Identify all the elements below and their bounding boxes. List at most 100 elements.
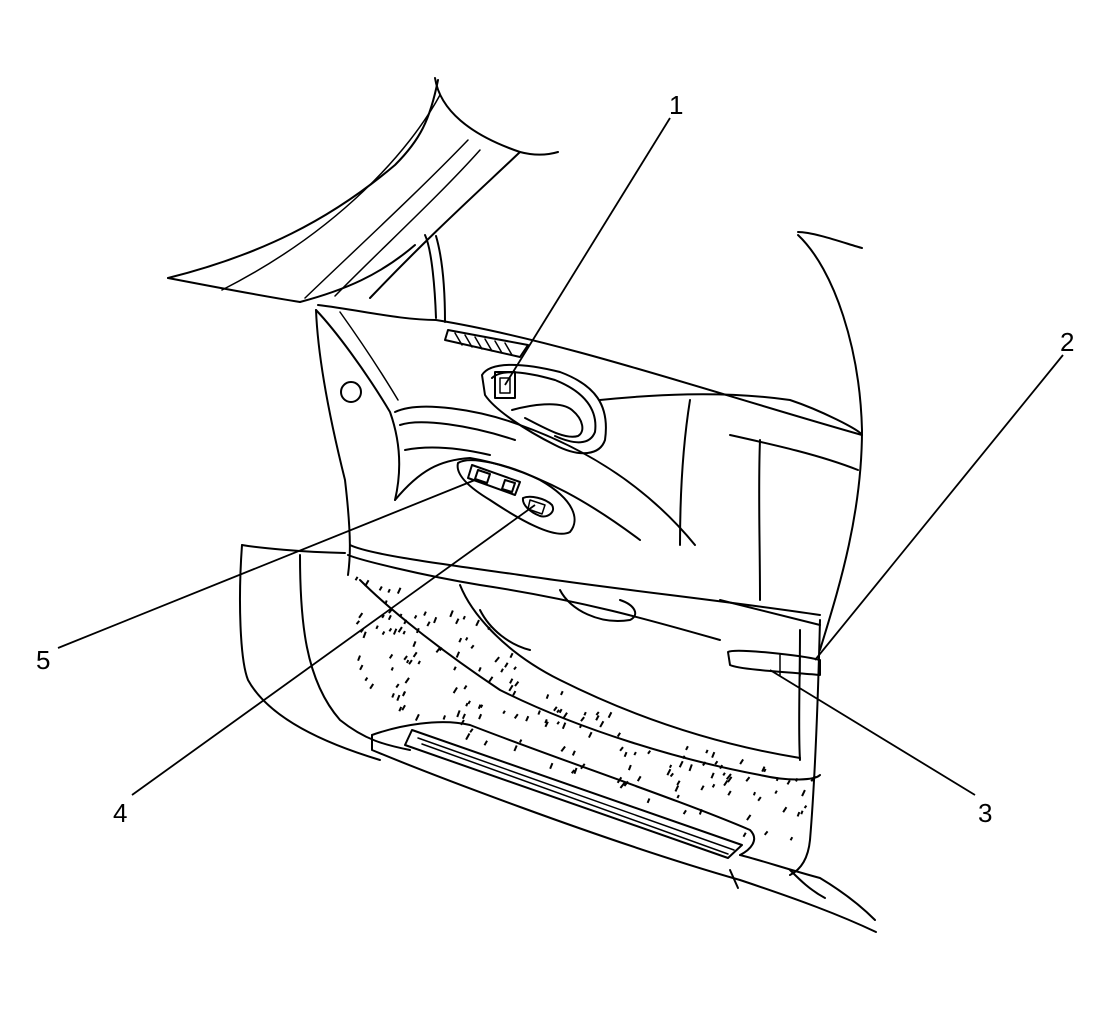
carpet-speck [782,806,788,813]
carpet-speck [627,764,632,771]
carpet-speck [487,626,491,631]
carpet-speck [435,646,442,653]
carpet-speck [570,769,576,774]
carpet-speck [364,579,370,587]
carpet-speck [745,776,751,782]
carpet-speck [399,613,403,618]
leader-line-3 [769,669,976,796]
carpet-speck [711,783,716,788]
carpet-speck [354,576,359,581]
carpet-speck [442,715,446,720]
carpet-speck [763,768,767,773]
window-switch-bezel [456,459,576,535]
carpet-speck [479,704,484,709]
carpet-speck [685,745,689,751]
carpet-speck [803,805,808,809]
carpet-speck [647,750,652,755]
carpet-speck [465,733,471,741]
carpet-speck [417,660,421,665]
carpet-speck [478,667,482,672]
carpet-speck [573,767,578,775]
carpet-speck [462,615,466,620]
carpet-speck [676,780,681,786]
carpet-speck [739,758,744,765]
carpet-speck [545,694,550,700]
carpet-speck [796,811,801,817]
carpet-speck [449,610,454,618]
carpet-speck [362,631,367,639]
carpet-speck [465,637,469,641]
carpet-speck [571,750,576,756]
carpet-speck [562,712,568,719]
carpet-speck [789,836,794,841]
carpet-speck [727,790,732,796]
carpet-speck [467,700,471,705]
carpet-speck [688,764,693,772]
carpet-speck [401,704,406,711]
carpet-speck [357,655,361,662]
carpet-speck [775,777,780,782]
door-frame [315,231,863,651]
carpet-speck [810,775,816,782]
carpet-speck [504,662,509,668]
callout-1: 1 [669,90,684,120]
carpet-speck [668,764,673,769]
carpet-speck [358,612,364,619]
carpet-speck [500,668,504,673]
carpet-speck [719,764,724,770]
callout-3: 3 [978,798,993,828]
carpet-texture [354,576,816,841]
carpet-speck [561,722,567,730]
carpet-speck [469,728,474,733]
carpet-speck [676,794,680,799]
callout-2: 2 [1060,327,1075,357]
carpet-speck [458,637,463,643]
carpet-speck [763,830,769,836]
courtesy-lamp [727,649,821,677]
carpet-speck [455,618,460,625]
lower-trim-panel [347,544,821,876]
carpet-speck [433,616,438,624]
carpet-speck [544,719,548,724]
carpet-speck [465,702,469,707]
carpet-speck [669,772,674,778]
callout-4: 4 [113,798,128,828]
carpet-speck [710,772,715,779]
carpet-speck [512,690,517,696]
carpet-speck [396,587,402,594]
carpet-speck [502,710,506,715]
carpet-speck [544,721,549,728]
leader-line-1 [504,117,671,386]
carpet-speck [714,760,719,765]
carpet-speck [509,652,514,659]
carpet-speck [761,766,766,773]
carpet-speck [702,761,707,767]
carpet-speck [774,790,778,795]
carpet-speck [392,628,398,635]
carpet-speck [616,732,621,738]
carpet-speck [470,644,475,649]
leader-line-4 [131,504,536,796]
carpet-speck [619,746,624,752]
carpet-speck [725,773,732,780]
carpet-speck [558,708,563,714]
carpet-speck [396,694,401,702]
kick-panel [239,544,411,761]
carpet-speck [460,719,465,726]
carpet-speck [553,706,558,712]
a-pillar-trim [167,77,559,303]
carpet-speck [388,627,393,632]
carpet-speck [390,667,394,671]
carpet-speck [556,721,560,725]
carpet-speck [795,777,799,782]
carpet-speck [406,659,410,664]
carpet-speck [509,678,514,684]
carpet-speck [387,588,391,594]
carpet-speck [525,715,530,722]
carpet-speck [583,711,587,716]
carpet-speck [453,666,457,671]
carpet-speck [752,791,756,796]
carpet-speck [488,676,494,683]
carpet-speck [395,683,400,689]
